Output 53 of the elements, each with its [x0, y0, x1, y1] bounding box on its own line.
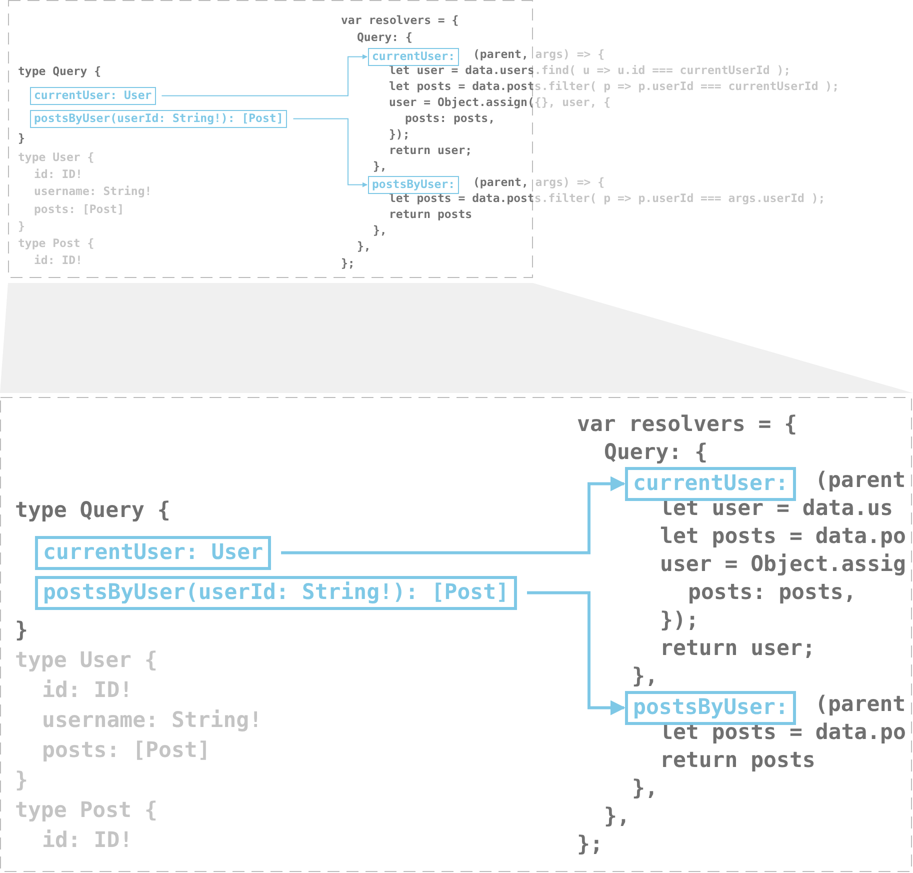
code-line: type Query { — [15, 500, 170, 522]
code-line: }; — [341, 258, 355, 270]
code-highlight-box: postsByUser(userId: String!): [Post] — [35, 576, 517, 610]
code-line: type User { — [18, 152, 94, 164]
code-line: user = Object.assig — [660, 554, 906, 576]
code-line: posts: [Post] — [34, 204, 124, 216]
code-line: } — [15, 770, 28, 792]
code-line: id: ID! — [34, 255, 82, 266]
code-line: }; — [577, 834, 603, 856]
code-line: var resolvers = { — [341, 15, 459, 26]
code-line: var resolvers = { — [577, 414, 798, 436]
arrow — [281, 476, 626, 554]
code-line: return posts — [660, 750, 816, 772]
code-line: }, — [373, 161, 387, 172]
arrow — [527, 591, 626, 716]
code-line: id: ID! — [42, 680, 133, 702]
arrow — [292, 118, 368, 188]
code-highlight-box: currentUser: — [625, 467, 796, 500]
code-line: username: String! — [42, 710, 262, 732]
code-highlight-box: postsByUser: — [368, 176, 460, 194]
code-line: type Query { — [18, 66, 102, 78]
code-line: }, — [373, 225, 387, 236]
code-line: return user; — [660, 638, 816, 660]
code-line: }, — [632, 666, 658, 688]
arrow — [161, 54, 368, 96]
code-line: (parent — [815, 694, 906, 716]
code-line: } — [15, 620, 28, 642]
code-line: id: ID! — [42, 830, 133, 852]
code-line: type Post { — [18, 238, 94, 250]
code-line: posts: posts, — [405, 113, 496, 124]
code-line: username: String! — [34, 186, 152, 198]
code-line: type Post { — [15, 800, 158, 822]
code-line: type User { — [15, 650, 158, 672]
code-highlight-box: postsByUser(userId: String!): [Post] — [30, 110, 288, 128]
code-line: }, — [357, 241, 371, 252]
code-line: id: ID! — [34, 169, 82, 180]
code-line: } — [18, 221, 25, 232]
code-line: } — [18, 133, 25, 144]
code-line: }); — [389, 129, 410, 140]
code-line: }, — [604, 806, 630, 828]
code-line: posts: posts, — [688, 582, 856, 604]
code-line: Query: { — [604, 442, 708, 464]
code-line: }, — [632, 778, 658, 800]
code-line: return posts — [389, 209, 472, 220]
code-highlight-box: currentUser: User — [30, 87, 156, 104]
code-line: (parent — [815, 470, 906, 492]
code-line: let posts = data.po — [660, 526, 906, 548]
code-line: }); — [660, 610, 699, 632]
code-highlight-box: currentUser: — [368, 48, 460, 66]
code-line: return user; — [389, 145, 472, 156]
code-highlight-box: postsByUser: — [625, 691, 796, 724]
code-highlight-box: currentUser: User — [35, 536, 272, 570]
code-line: posts: [Post] — [42, 740, 210, 762]
